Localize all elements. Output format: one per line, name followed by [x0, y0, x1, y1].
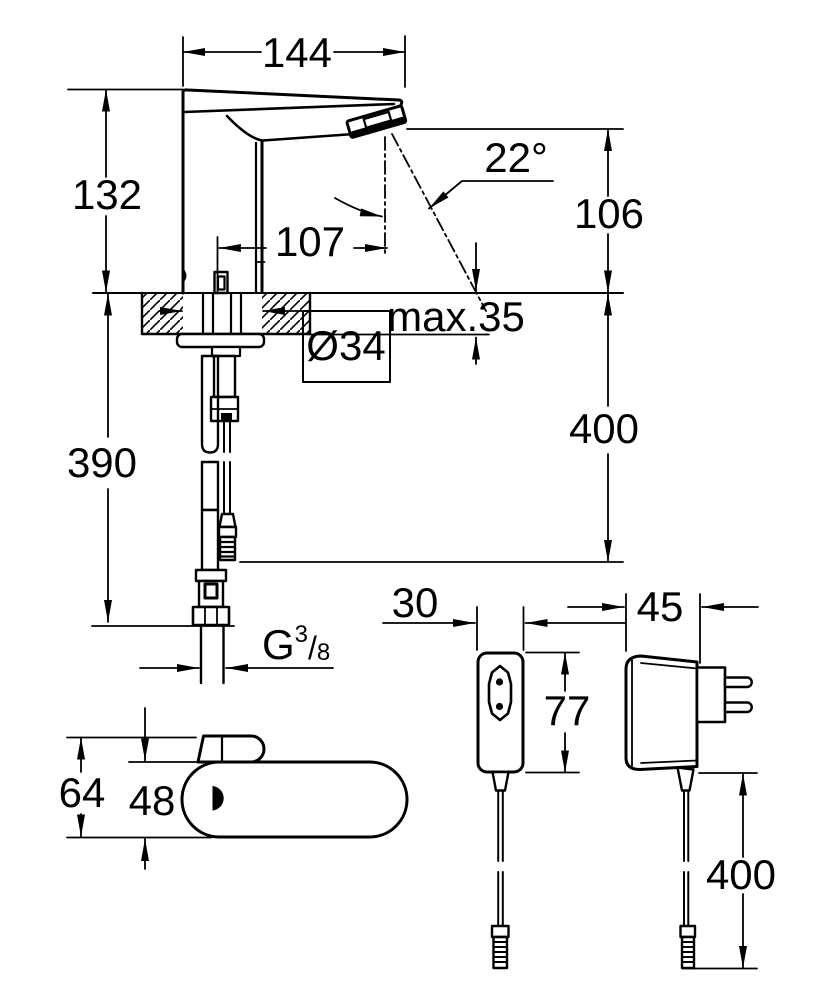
aerator-mousseur — [350, 116, 406, 137]
cable-connector-cap — [679, 924, 697, 939]
faucet-top-view: 64 48 — [59, 707, 409, 870]
euro-socket-recess — [487, 664, 513, 722]
deck-hatch-left — [142, 293, 183, 334]
flange-stem — [210, 345, 242, 358]
dimension-label: 390 — [67, 439, 137, 486]
thread-prefix: G — [262, 621, 295, 668]
dimension-label: 30 — [392, 579, 439, 626]
hose-collar — [194, 568, 228, 583]
dimension-outlet-height: 106 — [406, 128, 644, 294]
temperature-lever — [196, 734, 266, 764]
dimension-hose-length: 390 — [67, 292, 235, 627]
g38-union-nut — [191, 605, 231, 627]
thread-numerator: 3 — [295, 621, 308, 648]
body-outline — [181, 88, 404, 295]
thread-label: G3/8 — [262, 621, 330, 668]
dimension-label: 107 — [275, 218, 345, 265]
dimension-label: 106 — [574, 190, 644, 237]
angle-leader-arrow — [428, 180, 554, 210]
sensor-cable — [217, 420, 238, 562]
plug-pin — [723, 676, 753, 689]
adapter-front-cable — [490, 790, 510, 970]
braided-hose-upper — [200, 354, 220, 454]
aerator-slot — [362, 110, 393, 129]
dimension-adapter-cable-length: 400 — [682, 772, 776, 970]
adapter-side-cable — [679, 790, 697, 970]
dimension-cable-length: 400 — [239, 292, 639, 563]
extension-tick — [255, 236, 266, 263]
dimension-thread-size: G3/8 — [139, 621, 334, 672]
plug-pin — [723, 701, 753, 714]
base-cable-connector-slot — [216, 275, 226, 291]
spray-direction-dashed — [391, 133, 487, 312]
cable-plug-neck — [218, 512, 237, 529]
dimension-deck-thickness: max.35 — [387, 242, 525, 365]
dimension-label: 400 — [706, 851, 776, 898]
dimension-adapter-height: 77 — [525, 651, 591, 774]
plug-base — [695, 666, 727, 724]
dimension-label: 45 — [637, 583, 684, 630]
hose-end-window — [203, 582, 219, 600]
cable-connector-cap — [490, 924, 510, 939]
faucet-body-top-outline — [180, 760, 409, 839]
sensor-window — [183, 268, 187, 283]
dimension-label: 48 — [129, 777, 176, 824]
dimension-label: 400 — [569, 405, 639, 452]
dimension-hole-diameter: Ø34 — [159, 307, 391, 383]
mounting-flange — [175, 332, 266, 349]
adapter-side-body — [624, 654, 699, 771]
label-frame — [302, 310, 391, 383]
under-deck-assembly — [175, 292, 266, 685]
dimension-label: 64 — [59, 769, 106, 816]
spray-angle-annotation: 22° — [334, 133, 554, 312]
spout-underside — [225, 114, 370, 142]
body-top-inner-line — [640, 662, 698, 670]
dimension-adapter-width: 30 — [382, 579, 626, 651]
dimension-body-height: 132 — [67, 88, 184, 294]
angle-arc-arrow — [334, 197, 383, 218]
braided-hose-lower — [200, 460, 220, 512]
socket-pin-hole — [495, 678, 504, 686]
faucet-body — [181, 88, 408, 295]
body-chamfer-line — [183, 102, 396, 114]
cable-strain-relief — [491, 770, 510, 792]
dimension-label: 144 — [262, 29, 332, 76]
dimension-label: 132 — [72, 171, 142, 218]
supply-hose — [191, 354, 231, 685]
thread-denominator: 8 — [317, 639, 330, 666]
hose-plain-section — [200, 508, 220, 572]
dimension-body-depth: 48 — [128, 707, 206, 870]
power-adapter-side-view: 45 400 — [567, 583, 776, 970]
dimension-label: max.35 — [387, 293, 525, 340]
thread-slash: / — [308, 630, 317, 666]
power-adapter-front-view: 30 77 — [382, 579, 626, 970]
sensor-window-top — [212, 786, 224, 811]
faucet-side-view: 22° 144 132 107 — [67, 29, 644, 685]
dimension-spray-angle: 22° — [484, 134, 548, 181]
cable-connector-cap — [217, 525, 238, 539]
dimension-label: 77 — [544, 687, 591, 734]
dimension-outlet-offset: 107 — [216, 218, 388, 293]
dimension-spout-reach: 144 — [182, 29, 406, 88]
body-bottom-inner-line — [640, 759, 698, 764]
dimension-total-depth: 64 — [59, 736, 213, 839]
dimension-adapter-depth: 45 — [567, 583, 759, 664]
aerator — [345, 104, 408, 139]
socket-pin-hole — [495, 702, 504, 711]
cable-outlet-block — [221, 413, 232, 421]
cable-strain-relief — [676, 766, 695, 792]
dimension-label: Ø34 — [306, 322, 385, 369]
